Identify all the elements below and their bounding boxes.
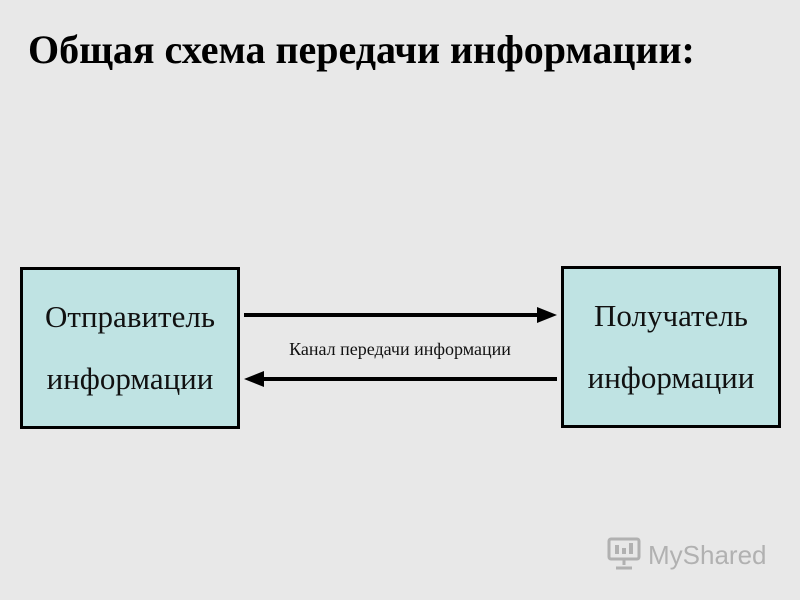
- receiver-label-line2: информации: [587, 360, 755, 395]
- sender-label-line1: Отправитель: [45, 299, 215, 334]
- channel-label: Канал передачи информации: [289, 339, 511, 359]
- presentation-board-icon: [606, 535, 642, 576]
- page-title: Общая схема передачи информации:: [28, 27, 695, 72]
- sender-box: Отправитель информации: [20, 267, 240, 429]
- watermark: MyShared: [606, 535, 767, 575]
- sender-label-line2: информации: [46, 361, 214, 396]
- arrow-sender-to-receiver: [244, 307, 557, 323]
- watermark-text: MyShared: [648, 539, 767, 570]
- receiver-box: Получатель информации: [561, 266, 781, 428]
- arrow-receiver-to-sender: [244, 371, 557, 387]
- receiver-label-line1: Получатель: [594, 298, 748, 333]
